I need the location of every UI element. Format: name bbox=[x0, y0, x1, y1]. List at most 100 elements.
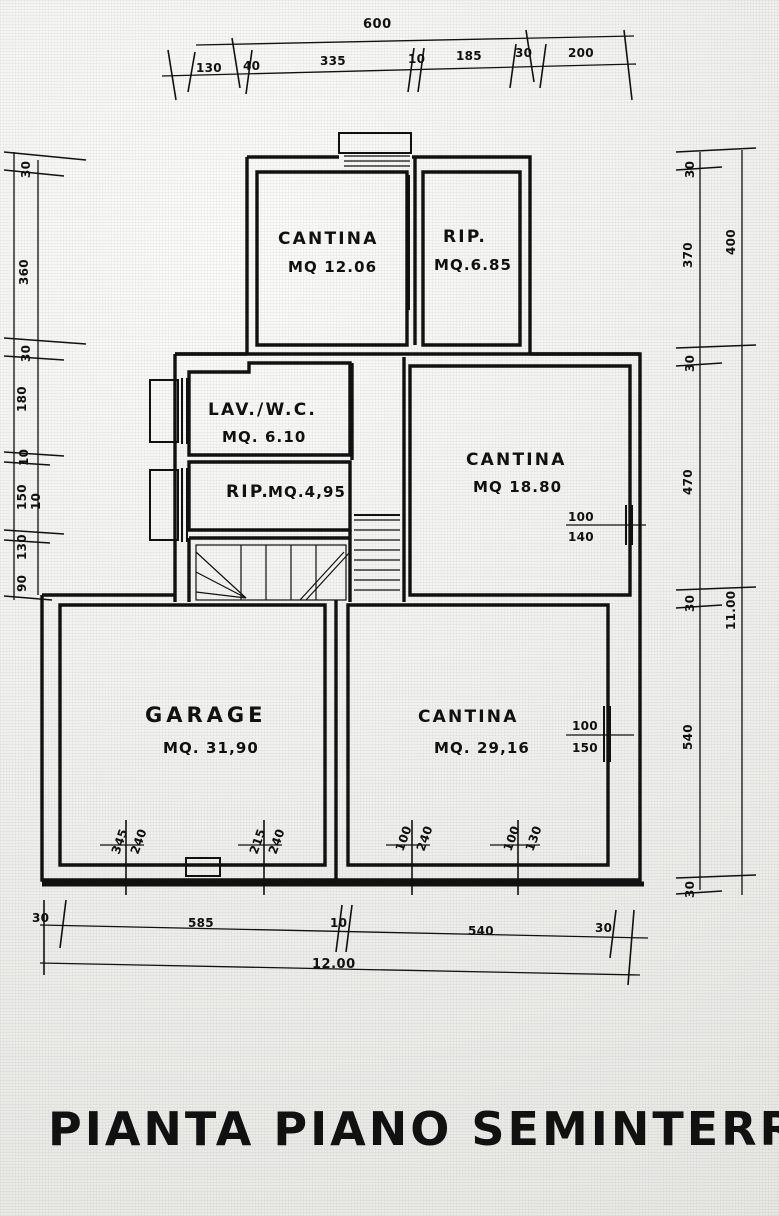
garage-walls bbox=[58, 603, 327, 867]
dim-right-30c: 30 bbox=[683, 595, 697, 612]
dim-tick bbox=[3, 151, 87, 161]
dim-tick bbox=[3, 529, 65, 535]
room-label-cantina-nw: CANTINA MQ 12.06 bbox=[278, 229, 379, 276]
dim-tick bbox=[3, 451, 65, 457]
dim-bottom-540: 540 bbox=[468, 924, 494, 938]
room-area: MQ.4,95 bbox=[268, 483, 346, 501]
right-dimension-chain bbox=[675, 147, 757, 895]
dim-tick bbox=[675, 147, 757, 153]
dim-line-600 bbox=[195, 35, 635, 46]
room-label-cantina-se: CANTINA MQ. 29,16 bbox=[418, 707, 530, 757]
window-se-cantina bbox=[566, 706, 634, 762]
dim-top-200: 200 bbox=[568, 46, 594, 60]
middle-block-outer-wall bbox=[173, 352, 642, 602]
lav-wc-walls bbox=[187, 361, 352, 457]
dim-left-30b: 30 bbox=[19, 345, 33, 362]
dim-left-90: 90 bbox=[15, 575, 29, 592]
left-dimension-chain bbox=[3, 151, 87, 601]
top-dimension-chain bbox=[161, 29, 637, 101]
dim-tick bbox=[3, 355, 65, 361]
cantina-e-walls bbox=[408, 364, 632, 597]
dim-tick bbox=[245, 49, 253, 95]
room-area: MQ 18.80 bbox=[473, 478, 562, 496]
north-block-inner-face bbox=[255, 170, 409, 347]
dim-tick bbox=[167, 49, 177, 101]
dim-tick bbox=[3, 461, 51, 466]
dim-line-chain-top bbox=[161, 63, 637, 77]
stair-winder bbox=[195, 544, 351, 601]
opening-win-se-2-top: 100 bbox=[501, 824, 523, 853]
window-left-upper bbox=[149, 378, 188, 444]
dim-left-360: 360 bbox=[17, 259, 31, 285]
room-name: CANTINA bbox=[278, 229, 379, 249]
room-name: RIP. bbox=[443, 227, 487, 247]
building-walls bbox=[40, 132, 646, 887]
dim-left-10b: 10 bbox=[29, 493, 43, 510]
room-label-lav-wc: LAV./W.C. MQ. 6.10 bbox=[208, 400, 315, 446]
rip-ne-inner-face bbox=[421, 170, 522, 347]
dim-tick bbox=[675, 874, 757, 879]
dim-right-470: 470 bbox=[681, 469, 695, 495]
dim-top-185: 185 bbox=[456, 49, 482, 63]
opening-garage-door-bottom: 240 bbox=[128, 827, 150, 856]
dim-right-30a: 30 bbox=[683, 161, 697, 178]
room-area: MQ. 31,90 bbox=[163, 739, 259, 757]
dim-top-10: 10 bbox=[408, 52, 425, 66]
opening-garage-win-bottom: 240 bbox=[266, 827, 288, 856]
entry-steps bbox=[344, 155, 410, 167]
window-left-lower bbox=[149, 468, 188, 542]
opening-win-cantina-e-top: 100 bbox=[568, 510, 594, 524]
room-area: MQ.6.85 bbox=[434, 256, 512, 274]
dim-bottom-585: 585 bbox=[188, 916, 214, 930]
dim-tick bbox=[627, 909, 635, 986]
dim-tick bbox=[675, 166, 723, 171]
cantina-se-walls bbox=[346, 603, 610, 867]
room-name: RIP. bbox=[226, 482, 270, 502]
dim-tick bbox=[3, 539, 51, 544]
dim-left-10a: 10 bbox=[17, 449, 31, 466]
dim-tick bbox=[525, 29, 535, 83]
stair-enclosure bbox=[187, 530, 352, 602]
dim-tick bbox=[675, 586, 757, 591]
dim-top-40: 40 bbox=[243, 59, 260, 73]
dim-bottom-total: 12.00 bbox=[312, 957, 356, 972]
room-label-cantina-e: CANTINA MQ 18.80 bbox=[466, 450, 567, 496]
page-title: PIANTA PIANO SEMINTERRATO bbox=[48, 1102, 779, 1156]
dim-line-bottom-total bbox=[39, 962, 641, 976]
dim-tick bbox=[3, 337, 87, 345]
dim-left-150: 150 bbox=[15, 484, 29, 510]
dim-tick bbox=[675, 890, 723, 895]
dim-tick bbox=[59, 899, 67, 949]
opening-win-cantina-e-bottom: 140 bbox=[568, 530, 594, 544]
dim-tick bbox=[509, 43, 517, 89]
opening-win-se-1-bottom: 240 bbox=[414, 824, 436, 853]
dim-tick bbox=[3, 595, 53, 601]
room-label-rip-ne: RIP. MQ.6.85 bbox=[434, 227, 512, 274]
dim-tick bbox=[335, 904, 343, 953]
stair-flight bbox=[354, 519, 400, 591]
dim-tick bbox=[675, 362, 723, 367]
dim-right-400: 400 bbox=[724, 229, 738, 255]
opening-win-cantina-se-bottom: 150 bbox=[572, 741, 598, 755]
dim-tick bbox=[417, 47, 425, 93]
room-area: MQ 12.06 bbox=[288, 258, 377, 276]
room-label-rip-mid: RIP. MQ.4,95 bbox=[226, 482, 346, 502]
dim-left-130: 130 bbox=[15, 534, 29, 560]
dim-top-335: 335 bbox=[320, 54, 346, 68]
dim-tick bbox=[675, 604, 723, 609]
dim-bottom-30a: 30 bbox=[32, 911, 49, 925]
room-area: MQ. 29,16 bbox=[434, 739, 530, 757]
room-name: GARAGE bbox=[145, 703, 267, 727]
dim-right-30b: 30 bbox=[683, 355, 697, 372]
dim-tick bbox=[345, 904, 353, 953]
dim-bottom-30b: 30 bbox=[595, 921, 612, 935]
room-name: CANTINA bbox=[466, 450, 567, 470]
dim-bottom-10: 10 bbox=[330, 916, 347, 930]
room-label-garage: GARAGE MQ. 31,90 bbox=[145, 703, 267, 757]
dim-top-30: 30 bbox=[515, 46, 532, 60]
dim-right-540: 540 bbox=[681, 724, 695, 750]
dim-tick bbox=[231, 37, 241, 89]
